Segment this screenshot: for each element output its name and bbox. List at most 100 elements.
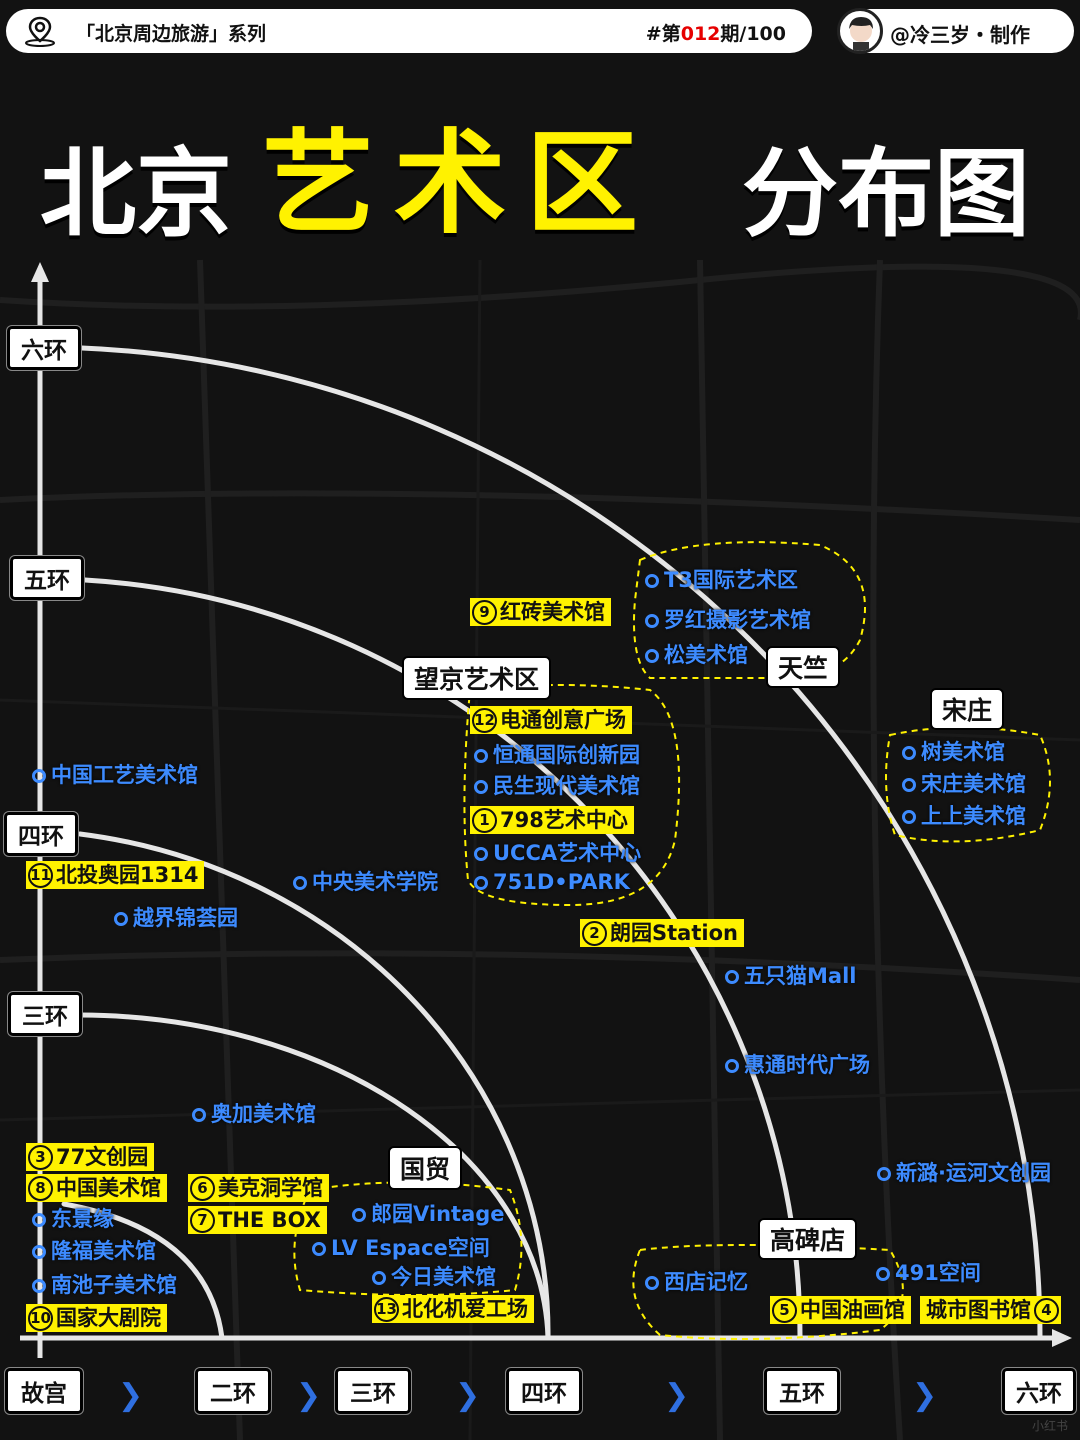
y-label-ring6: 六环 [7, 326, 81, 370]
venue-item: 宋庄美术馆 [902, 774, 1026, 795]
location-dot-icon [474, 875, 488, 890]
x-label-ring2: 二环 [195, 1368, 271, 1414]
location-dot-icon [474, 748, 488, 763]
venue-item: 恒通国际创新园 [474, 745, 640, 766]
chevron-right-icon: ❯ [118, 1378, 144, 1413]
chevron-right-icon: ❯ [912, 1378, 938, 1413]
venue-item: 中央美术学院 [293, 872, 438, 893]
wangjing-outline [463, 684, 681, 907]
background-roads [0, 259, 1080, 1440]
location-dot-icon [725, 969, 739, 984]
district-guomao: 国贸 [388, 1146, 463, 1190]
location-dot-icon [352, 1207, 366, 1222]
venue-item: LV Espace空间 [312, 1238, 490, 1259]
venue-item: 民生现代美术馆 [474, 776, 640, 797]
venue-item: 今日美术馆 [372, 1267, 496, 1288]
venue-item: 五只猫Mall [725, 966, 856, 987]
title-part-1: 北京 [40, 138, 232, 250]
location-dot-icon [312, 1241, 326, 1256]
issue-number: #第012期/100 [645, 23, 786, 45]
location-dot-icon [902, 745, 916, 760]
x-label-origin: 故宫 [5, 1368, 83, 1414]
location-dot-icon [192, 1107, 206, 1122]
x-label-ring4: 四环 [506, 1368, 582, 1414]
venue-item: 郎园Vintage [352, 1204, 505, 1225]
x-label-ring3: 三环 [335, 1368, 411, 1414]
x-label-ring6: 六环 [1002, 1368, 1076, 1414]
venue-item: T3国际艺术区 [645, 570, 798, 591]
chevron-right-icon: ❯ [664, 1378, 690, 1413]
location-dot-icon [876, 1266, 890, 1281]
y-label-ring3: 三环 [8, 992, 82, 1036]
location-dot-icon [645, 1275, 659, 1290]
watermark: 小红书 [1031, 1419, 1068, 1433]
y-label-ring4: 四环 [4, 812, 78, 856]
songzhuang-outline [885, 726, 1051, 843]
ring-arc-6 [79, 345, 1043, 1341]
ring-arc-4 [77, 831, 551, 1341]
location-dot-icon [32, 1244, 46, 1259]
venue-item: 中国工艺美术馆 [32, 765, 198, 786]
location-pin-icon [25, 16, 55, 47]
location-dot-icon [725, 1058, 739, 1073]
chevron-right-icon: ❯ [296, 1378, 322, 1413]
location-dot-icon [32, 1278, 46, 1293]
author-badge: @冷三岁・制作 [837, 8, 1074, 54]
venue-item: 491空间 [876, 1263, 981, 1284]
location-dot-icon [645, 613, 659, 628]
location-dot-icon [32, 1212, 46, 1227]
location-dot-icon [293, 875, 307, 890]
venue-item: 新潞·运河文创园 [877, 1163, 1051, 1184]
location-dot-icon [114, 911, 128, 926]
location-dot-icon [645, 573, 659, 588]
series-title: 「北京周边旅游」系列 [76, 23, 267, 45]
district-songzhuang: 宋庄 [930, 688, 1005, 730]
title-part-2: 艺术区 [262, 118, 658, 249]
venue-item: 751D•PARK [474, 872, 630, 893]
y-label-ring5: 五环 [10, 556, 84, 600]
venue-item: 上上美术馆 [902, 806, 1026, 827]
venue-item: 惠通时代广场 [725, 1055, 870, 1076]
header-bar: 「北京周边旅游」系列 #第012期/100 [6, 9, 812, 53]
district-wangjing: 望京艺术区 [402, 656, 552, 700]
x-axis-arrow [1052, 1329, 1072, 1347]
location-dot-icon [372, 1270, 386, 1285]
venue-item: 越界锦荟园 [114, 908, 238, 929]
ring-arc-3 [77, 1012, 551, 1341]
venue-item: 罗红摄影艺术馆 [645, 610, 811, 631]
avatar [837, 8, 883, 54]
venue-item: 树美术馆 [902, 742, 1005, 763]
venue-item: 东景缘 [32, 1209, 114, 1230]
author-name: @冷三岁・制作 [890, 23, 1030, 47]
venue-item: UCCA艺术中心 [474, 843, 641, 864]
location-dot-icon [877, 1166, 891, 1181]
venue-item: 西店记忆 [645, 1272, 748, 1293]
location-dot-icon [645, 648, 659, 663]
x-label-ring5: 五环 [764, 1368, 840, 1414]
title-part-3: 分布图 [742, 138, 1030, 250]
location-dot-icon [902, 809, 916, 824]
district-tianzhu: 天竺 [766, 646, 841, 688]
venue-item: 南池子美术馆 [32, 1275, 177, 1296]
district-gaobeidian: 高碑店 [758, 1218, 858, 1260]
venue-item: 松美术馆 [645, 645, 748, 666]
venue-item: 隆福美术馆 [32, 1241, 156, 1262]
location-dot-icon [474, 846, 488, 861]
chevron-right-icon: ❯ [455, 1378, 481, 1413]
ring-arc-2 [61, 1201, 225, 1341]
location-dot-icon [902, 777, 916, 792]
location-dot-icon [474, 779, 488, 794]
venue-item: 奥加美术馆 [192, 1104, 316, 1125]
